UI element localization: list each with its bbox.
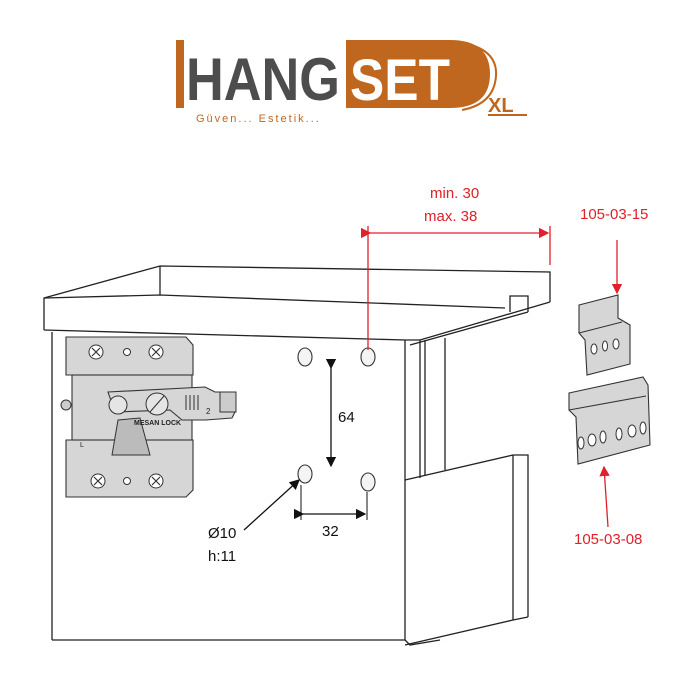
- dimension-32: 32: [293, 485, 368, 540]
- hole: [297, 464, 313, 484]
- drill-holes: [297, 347, 376, 492]
- hole: [360, 347, 376, 367]
- part-code-105-03-15: 105-03-15: [580, 206, 648, 223]
- offset-max: max. 38: [424, 208, 477, 225]
- mesan-lock-label: MESAN LOCK: [134, 420, 181, 427]
- hole-depth: h:11: [208, 548, 236, 565]
- side-label: L: [80, 442, 84, 449]
- part-105-03-15: 105-03-15: [578, 206, 648, 376]
- dim-horizontal-value: 32: [322, 523, 339, 540]
- hole: [360, 472, 376, 492]
- hangset-logo: HANG SET XL Güven... Estetik...: [176, 40, 527, 125]
- hole-callout: Ø10 h:11: [208, 479, 300, 565]
- drawer-outline: [43, 265, 551, 646]
- part-code-105-03-08: 105-03-08: [574, 531, 642, 548]
- dim-vertical-value: 64: [338, 409, 355, 426]
- position-number: 2: [206, 407, 211, 416]
- part-105-03-08: 105-03-08: [568, 376, 651, 548]
- hole: [297, 347, 313, 367]
- dimension-64: 64: [325, 358, 355, 468]
- logo-hang: HANG: [186, 46, 340, 113]
- logo-set: SET: [350, 48, 450, 113]
- logo-xl: XL: [488, 95, 514, 117]
- offset-dimension: min. 30 max. 38: [360, 185, 551, 350]
- offset-min: min. 30: [430, 185, 479, 202]
- logo-tagline: Güven... Estetik...: [196, 113, 321, 125]
- hangset-mechanism: MESAN LOCK L 2: [60, 336, 237, 498]
- hole-diameter: Ø10: [208, 525, 236, 542]
